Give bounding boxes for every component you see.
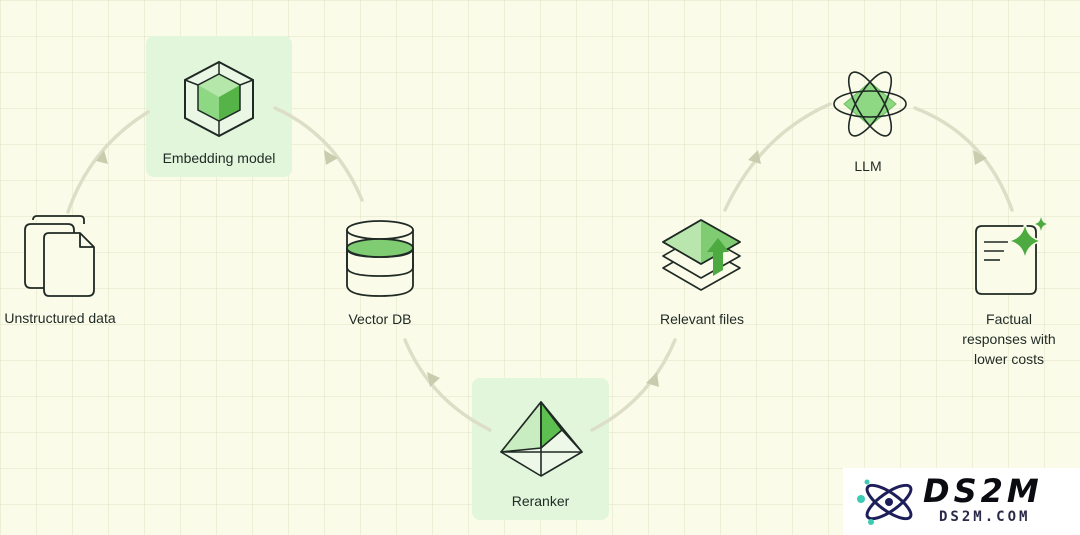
connector-vectordb-to-reranker	[403, 338, 492, 432]
arrow-head-icon	[973, 150, 987, 165]
pyramid-icon	[500, 401, 583, 477]
connector-llm-to-factual	[913, 106, 1014, 212]
watermark-title: DS2M	[923, 472, 1043, 510]
arrow-head-icon	[324, 150, 338, 165]
llm-label: LLM	[854, 158, 882, 174]
connector-embedding-to-vectordb	[273, 106, 364, 202]
arrow-head-icon	[427, 372, 440, 387]
connector-relevant-to-llm	[723, 102, 832, 212]
document-stack-icon	[24, 215, 95, 297]
arrow-head-icon	[96, 150, 108, 164]
relevant-files-label: Relevant files	[659, 311, 745, 327]
factual-responses-label: Factual responses with lower costs	[962, 311, 1056, 367]
arrow-head-icon	[748, 150, 761, 164]
arrow-head-icon	[646, 372, 659, 387]
connector-unstructured-to-embedding	[66, 110, 150, 214]
layers-up-arrow-icon	[662, 219, 741, 291]
database-icon	[346, 220, 414, 297]
reranker-label: Reranker	[511, 493, 570, 509]
watermark-logo: DS2M DS2M.COM	[843, 468, 1080, 535]
atom-logo-icon	[857, 479, 913, 525]
unstructured-data-label: Unstructured data	[4, 310, 116, 326]
cube-icon	[184, 60, 254, 138]
embedding-model-label: Embedding model	[162, 150, 276, 166]
sparkle-document-icon	[975, 217, 1047, 295]
connector-reranker-to-relevant	[590, 338, 677, 432]
vector-db-label: Vector DB	[348, 311, 412, 327]
atom-icon	[833, 71, 907, 137]
watermark-subtitle: DS2M.COM	[939, 509, 1031, 525]
